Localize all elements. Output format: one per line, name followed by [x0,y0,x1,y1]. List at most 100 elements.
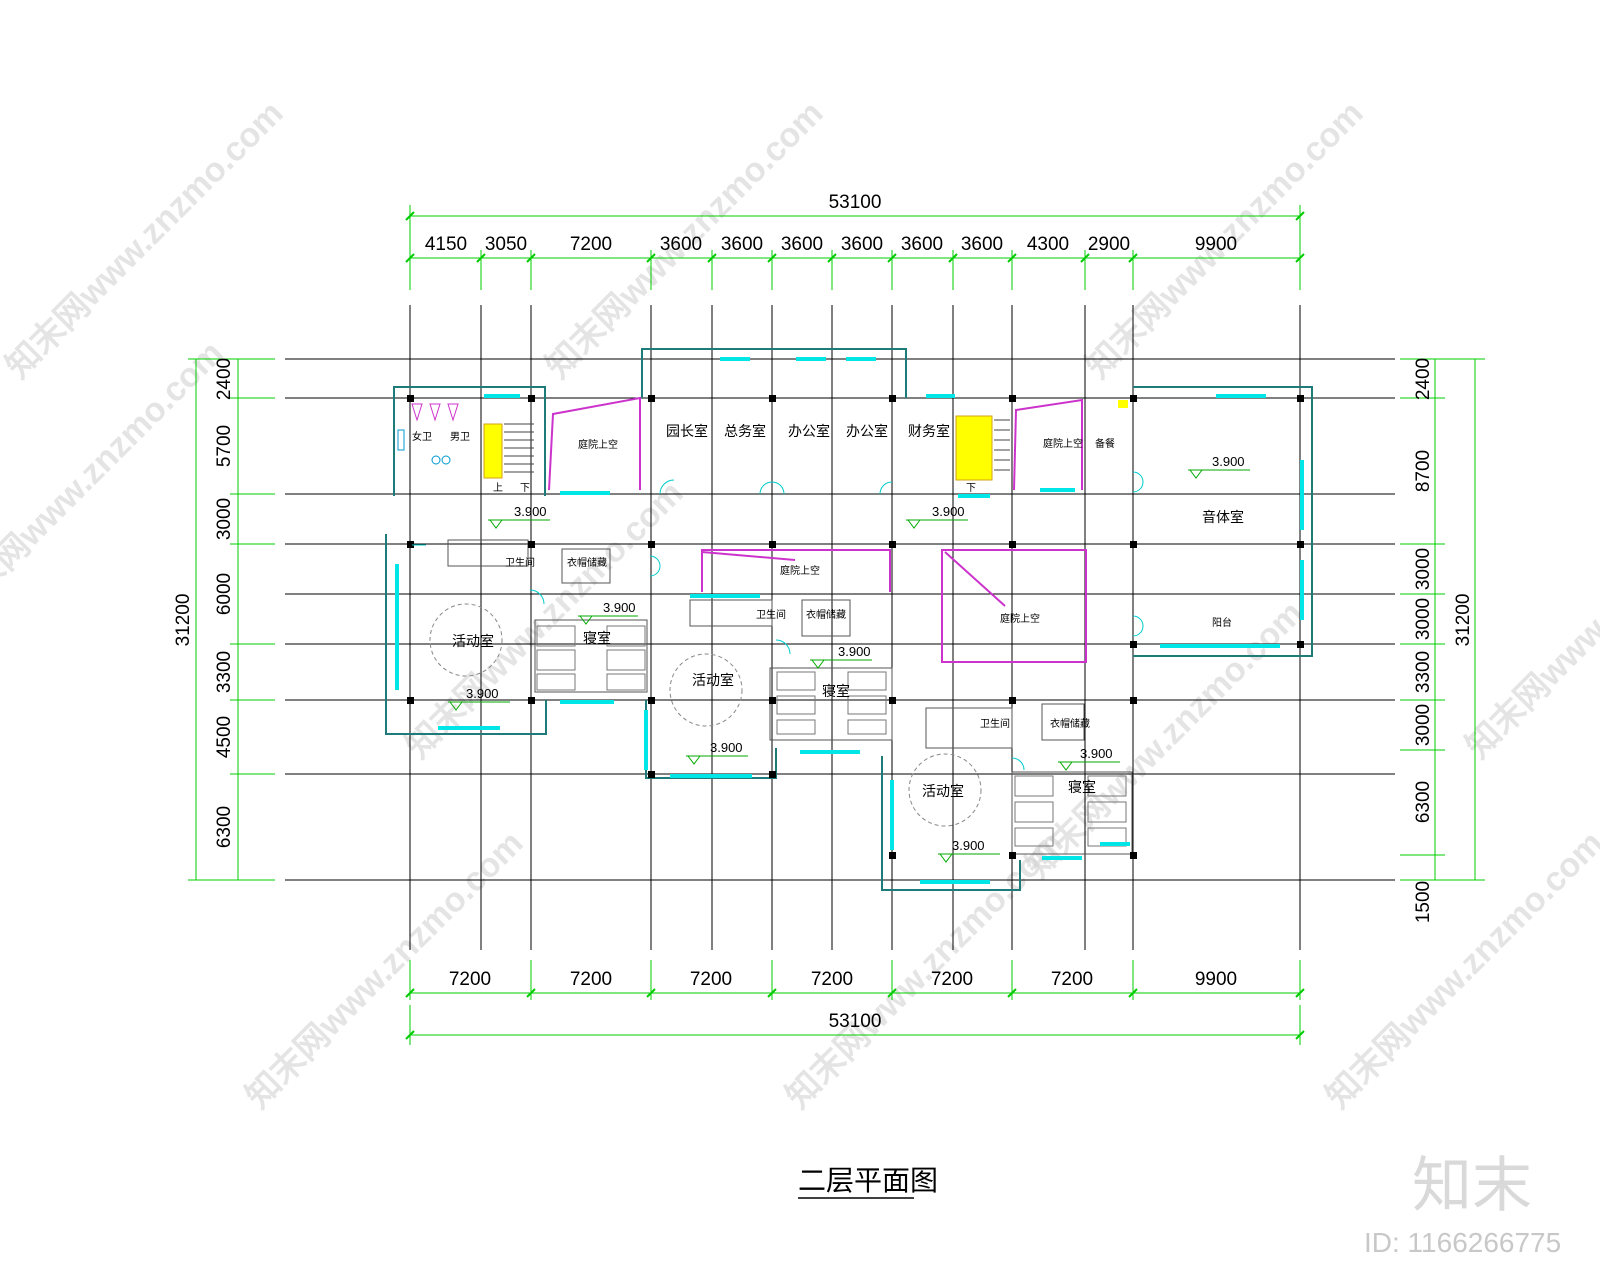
dim-label: 3600 [901,234,943,255]
room-label-bedroom: 寝室 [583,630,611,647]
dim-label: 3000 [214,498,235,540]
dim-label: 7200 [690,969,732,990]
activity-tables [429,603,982,827]
toilet-fixtures [411,403,459,422]
dim-label: 7200 [570,234,612,255]
elevation-label: 3.900 [466,686,499,701]
dim-label: 2400 [1413,358,1434,400]
dim-label: 3600 [721,234,763,255]
stair-down-label: 下 [966,483,976,494]
dim-label: 4300 [1027,234,1069,255]
dim-label: 9900 [1195,969,1237,990]
watermark-text: 知末网www.znzmo.com [1459,474,1600,766]
windows [395,357,1304,884]
dim-label: 3600 [961,234,1003,255]
dim-label: 6300 [214,806,235,848]
room-label-music-room: 音体室 [1202,509,1244,526]
drawing-title: 二层平面图 [798,1164,938,1197]
dim-label: 1500 [1413,881,1434,923]
dim-label: 3000 [1413,598,1434,640]
watermark-text: 知末网www.znzmo.com [0,94,291,386]
dim-label: 2400 [214,358,235,400]
bottom-dimension-labels: 7200 7200 7200 7200 7200 7200 9900 [449,969,1237,990]
dim-label: 7200 [570,969,612,990]
room-label-wc: 卫生间 [505,556,535,569]
room-label-storage: 衣帽储藏 [806,608,846,621]
room-label-female-wc: 女卫 [412,430,432,443]
room-label-finance: 财务室 [908,423,950,440]
dim-label: 7200 [811,969,853,990]
room-label-balcony: 阳台 [1212,616,1232,629]
room-label-activity: 活动室 [922,783,964,800]
room-label-courtyard-void: 庭院上空 [578,438,618,451]
dim-label: 7200 [931,969,973,990]
top-total-dimension: 53100 [829,192,882,213]
dim-label: 3050 [485,234,527,255]
room-label-bedroom: 寝室 [1068,779,1096,796]
dim-label: 3300 [214,651,235,693]
dim-label: 3600 [781,234,823,255]
sink-fixtures [397,429,451,465]
room-label-courtyard-void: 庭院上空 [1000,612,1040,625]
dim-label: 5700 [214,425,235,467]
dim-label: 3300 [1413,651,1434,693]
image-id-label: ID: 1166266775 [1364,1227,1561,1258]
room-label-wc: 卫生间 [980,717,1010,730]
elevation-label: 3.900 [603,600,636,615]
room-label-office: 办公室 [788,423,830,440]
room-label-activity: 活动室 [692,672,734,689]
dim-label: 3600 [660,234,702,255]
elevation-label: 3.900 [1080,746,1113,761]
dim-label: 6300 [1413,781,1434,823]
dim-label: 3600 [841,234,883,255]
room-label-courtyard-void: 庭院上空 [780,564,820,577]
brand-logo: 知末 [1412,1151,1532,1221]
left-total-dimension: 31200 [173,594,194,647]
watermark-text: 知末网www.znzmo.com [1319,824,1600,1116]
elevation-label: 3.900 [952,838,985,853]
room-label-storage: 衣帽储藏 [1050,717,1090,730]
dim-label: 4500 [214,716,235,758]
marker [1118,400,1128,408]
dim-label: 3000 [1413,548,1434,590]
room-label-activity: 活动室 [452,633,494,650]
room-label-courtyard-void: 庭院上空 [1043,437,1083,450]
stair-up-label: 上 [493,482,503,494]
top-dimension-labels: 4150 3050 7200 3600 3600 3600 3600 3600 … [425,234,1237,255]
elevation-label: 3.900 [838,644,871,659]
elevation-label: 3.900 [514,504,547,519]
dim-label: 3000 [1413,704,1434,746]
elevation-label: 3.900 [1212,454,1245,469]
stairs [483,415,993,481]
stair-down-label: 下 [520,483,530,494]
elevation-symbols [448,469,1250,863]
room-label-director: 园长室 [666,423,708,440]
room-label-storage: 衣帽储藏 [567,556,607,569]
left-dimension-labels: 2400 5700 3000 6000 3300 4500 6300 [214,358,235,848]
dim-label: 9900 [1195,234,1237,255]
dim-label: 4150 [425,234,467,255]
right-dimension-labels: 2400 8700 3000 3000 3300 3000 6300 1500 [1413,358,1434,923]
elevation-label: 3.900 [932,504,965,519]
room-label-spare: 备餐 [1095,437,1115,450]
room-label-male-wc: 男卫 [450,431,470,443]
dimension-ticks [405,211,1305,1040]
right-total-dimension: 31200 [1453,594,1474,647]
columns [407,395,1304,859]
elevation-label: 3.900 [710,740,743,755]
dim-label: 6000 [214,573,235,615]
room-label-office: 办公室 [846,423,888,440]
stair-treads [504,419,1010,473]
room-labels: 女卫 男卫 上 下 庭院上空 园长室 总务室 办公室 办公室 财务室 下 庭院上… [412,423,1244,800]
interior-walls [447,539,1133,855]
dim-label: 7200 [449,969,491,990]
dim-label: 8700 [1413,450,1434,492]
bottom-total-dimension: 53100 [829,1011,882,1032]
room-label-wc: 卫生间 [756,608,786,621]
elevation-labels: 3.900 3.900 3.900 3.900 3.900 3.900 3.90… [466,454,1245,853]
dim-label: 7200 [1051,969,1093,990]
room-label-bedroom: 寝室 [822,683,850,700]
door-swings [412,471,1144,771]
dim-label: 2900 [1088,234,1130,255]
